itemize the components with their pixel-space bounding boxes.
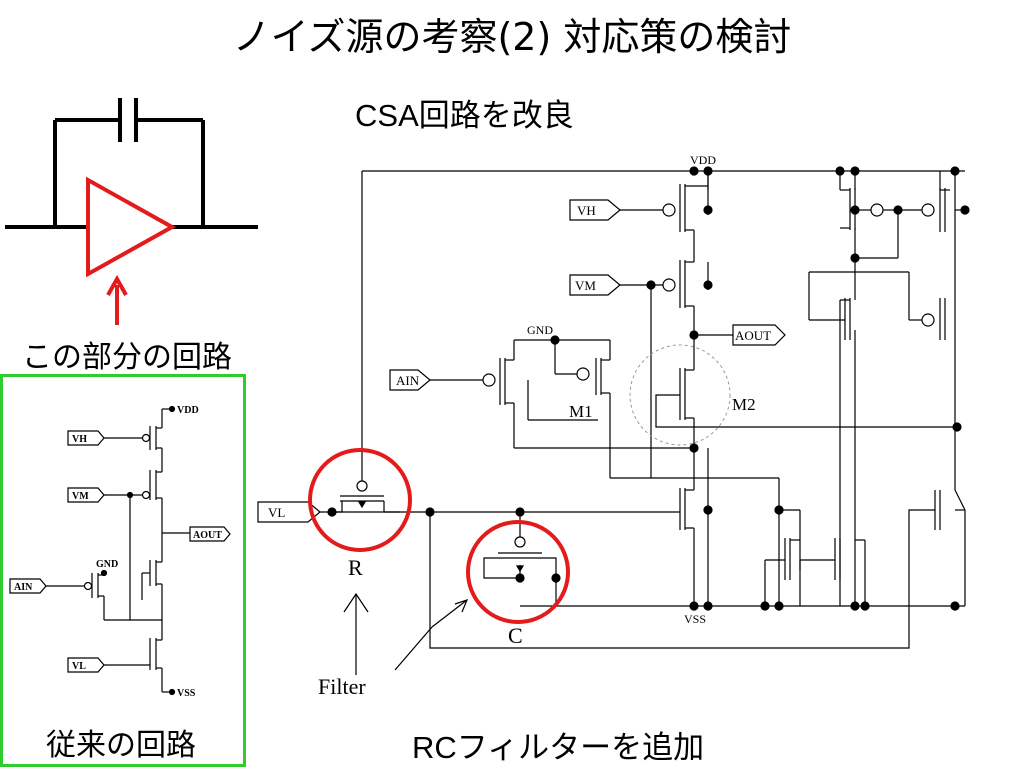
label-r: R [348, 555, 363, 580]
label-vh-old: VH [72, 434, 87, 445]
m2-highlight [629, 344, 731, 446]
label-vss: VSS [684, 612, 706, 626]
conventional-circuit-labels: VDD VH VM AOUT GND AIN VL VSS [14, 405, 222, 699]
label-vdd-old: VDD [177, 405, 199, 416]
rc-filter-label: RCフィルターを追加 [412, 730, 705, 765]
arrow-up-icon [106, 274, 128, 325]
label-ain-old: AIN [14, 582, 33, 593]
page-title: ノイズ源の考察(2) 対応策の検討 [232, 15, 792, 59]
conventional-circuit-box [0, 374, 246, 767]
label-aout-old: AOUT [193, 530, 222, 541]
label-m2: M2 [732, 395, 756, 414]
amplifier-symbol [5, 98, 258, 278]
label-vh: VH [577, 203, 596, 218]
conventional-circuit-label: 従来の回路 [46, 728, 196, 763]
label-aout: AOUT [735, 328, 771, 343]
label-c: C [508, 623, 523, 648]
conventional-circuit [9, 405, 231, 696]
subtitle: CSA回路を改良 [355, 98, 574, 133]
label-m1: M1 [569, 402, 593, 421]
improved-circuit [257, 166, 970, 675]
part-label: この部分の回路 [22, 340, 232, 375]
label-gnd: GND [527, 323, 553, 337]
r-highlight [308, 448, 412, 552]
improved-circuit-labels: VDD VH VM AOUT GND AIN VL VSS M1 M2 R C … [268, 153, 771, 699]
label-vm-old: VM [72, 491, 89, 502]
label-ain: AIN [396, 373, 420, 388]
label-vm: VM [575, 278, 596, 293]
c-highlight [466, 520, 570, 624]
label-vl: VL [268, 505, 285, 520]
label-vdd: VDD [690, 153, 716, 167]
label-gnd-old: GND [96, 559, 118, 570]
label-vl-old: VL [72, 661, 86, 672]
label-filter: Filter [318, 674, 366, 699]
label-vss-old: VSS [177, 688, 196, 699]
